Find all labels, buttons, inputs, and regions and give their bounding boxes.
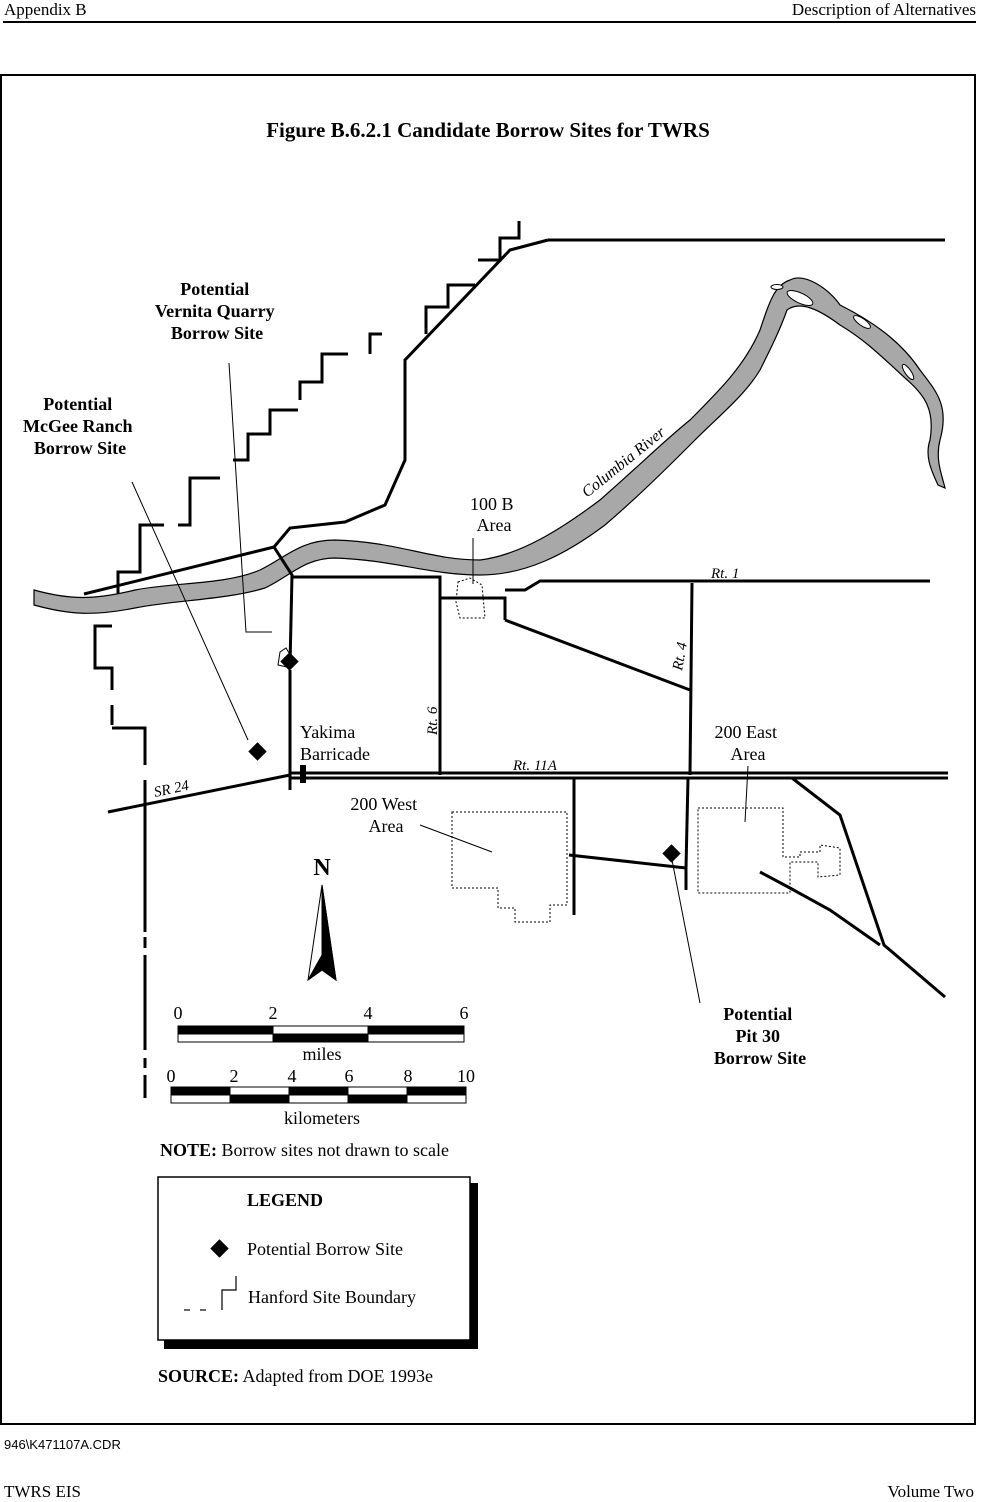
area-200w-label: 200 West Area [350,794,421,836]
miles-tick: 4 [364,1003,373,1023]
vernita-quarry-label: Potential Vernita Quarry Borrow Site [155,279,279,343]
header-left: Appendix B [4,0,87,19]
file-code: 946\K471107A.CDR [4,1437,121,1452]
header-rule [3,21,976,23]
legend-title: LEGEND [247,1190,323,1210]
legend-boundary-icon [184,1276,237,1311]
scale-bar-km [170,1086,467,1104]
route-rt11a-label: Rt. 11A [512,758,558,774]
area-outlines [451,577,841,923]
route-sr24-label: SR 24 [153,778,191,801]
km-tick: 6 [345,1066,354,1086]
route-rt4-label: Rt. 4 [670,641,691,673]
figure-frame [0,74,976,1425]
route-rt1-label: Rt. 1 [710,566,739,582]
source-line: SOURCE: Adapted from DOE 1993e [158,1366,433,1386]
north-label: N [313,855,331,881]
yakima-barricade-label: Yakima Barricade [300,722,370,764]
km-label: kilometers [284,1108,360,1128]
yakima-barricade-mark [300,765,306,783]
miles-label: miles [303,1044,342,1064]
leader-lines [131,362,749,1004]
header-right: Description of Alternatives [791,0,976,19]
area-200e-outline [697,807,841,894]
figure-title: Figure B.6.2.1 Candidate Borrow Sites fo… [266,118,710,142]
north-arrow-icon [307,884,337,982]
vernita-quarry-outline [277,647,292,668]
km-tick: 0 [167,1066,176,1086]
pit-30-marker [662,844,681,863]
km-tick: 4 [288,1066,297,1086]
legend-box [157,1176,478,1349]
hanford-site-boundary [93,221,521,1098]
miles-tick: 2 [269,1003,278,1023]
miles-tick: 0 [174,1003,183,1023]
scale-bar-miles [177,1025,465,1043]
miles-tick: 6 [460,1003,469,1023]
legend-borrow-site-icon [210,1239,229,1258]
footer-left: TWRS EIS [4,1482,81,1501]
footer-right: Volume Two [887,1482,975,1501]
route-rt6-label: Rt. 6 [425,706,441,736]
note-line: NOTE: Borrow sites not drawn to scale [160,1140,449,1160]
area-200w-outline [451,811,568,923]
area-100b-outline [455,577,486,619]
area-100b-label: 100 B Area [470,494,518,535]
roads [83,238,948,999]
mcgee-ranch-label: Potential McGee Ranch Borrow Site [23,394,137,458]
columbia-river [33,277,946,614]
legend-item-boundary: Hanford Site Boundary [248,1287,416,1307]
mcgee-ranch-marker [248,742,267,761]
legend-item-borrow-site: Potential Borrow Site [247,1239,403,1259]
area-200e-label: 200 East Area [715,722,782,764]
pit-30-label: Potential Pit 30 Borrow Site [714,1004,806,1068]
km-tick: 2 [230,1066,239,1086]
km-tick: 10 [457,1066,475,1086]
site-markers [248,647,681,863]
km-tick: 8 [404,1066,413,1086]
